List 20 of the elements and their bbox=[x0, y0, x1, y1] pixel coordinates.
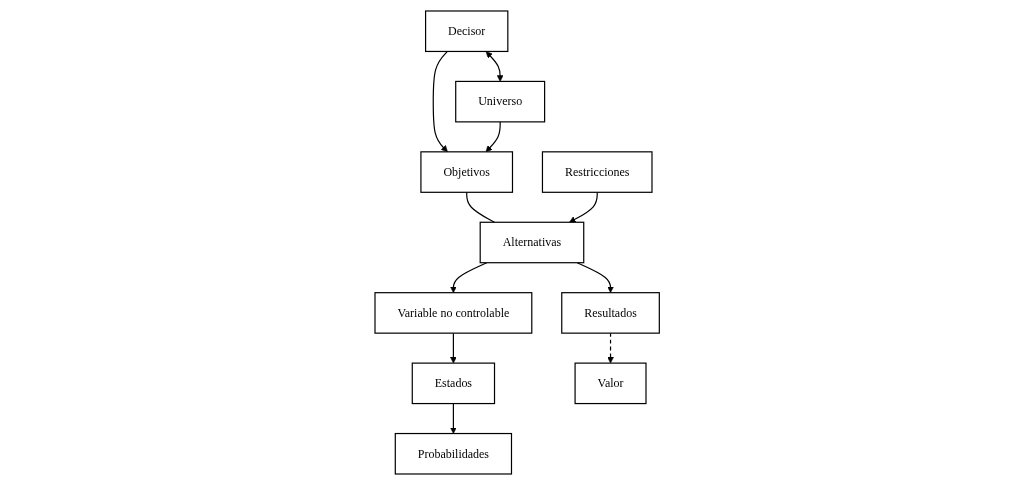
node-box: Decisor bbox=[425, 10, 509, 53]
arrow bbox=[450, 332, 458, 364]
arrow bbox=[450, 402, 458, 434]
node-box: Objetivos bbox=[420, 151, 514, 193]
node-box: Universo bbox=[455, 80, 546, 123]
arrow bbox=[485, 121, 502, 153]
node-box: Estados bbox=[412, 362, 496, 405]
arrow bbox=[450, 262, 488, 293]
node-box: Restricciones bbox=[542, 151, 653, 193]
node-box: Valor bbox=[574, 362, 647, 405]
arrow bbox=[576, 262, 615, 293]
arrow bbox=[607, 332, 615, 364]
node-box: Variable no controlable bbox=[374, 292, 533, 334]
node-box: Probabilidades bbox=[395, 432, 513, 475]
arrow bbox=[486, 51, 504, 82]
arrow bbox=[569, 191, 599, 223]
arrow bbox=[433, 50, 449, 153]
node-box: Alternativas bbox=[479, 221, 585, 264]
connector bbox=[466, 191, 496, 223]
node-box: Resultados bbox=[561, 292, 661, 334]
